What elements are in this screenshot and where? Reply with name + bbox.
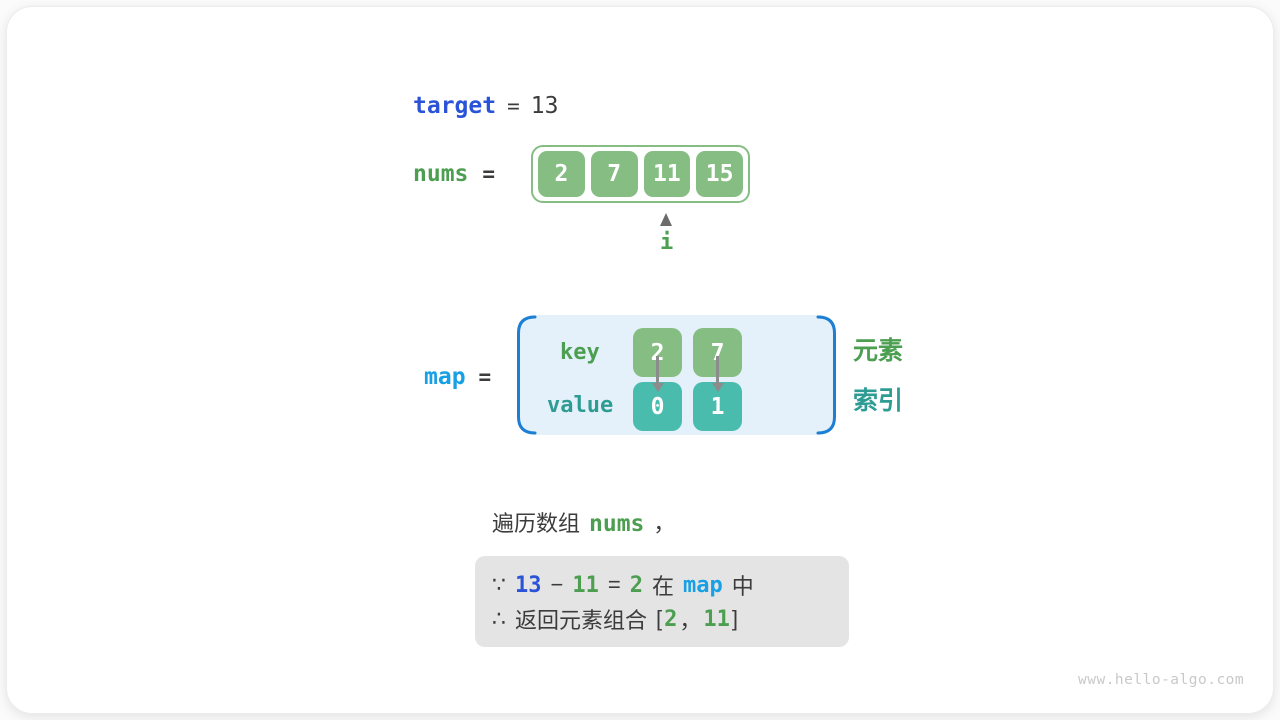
zhong-word: 中 (731, 574, 754, 599)
minuend-value: 13 (515, 572, 542, 598)
result-first-value: 2 (664, 606, 678, 632)
watermark: www.hello-algo.com (1078, 672, 1245, 688)
caption-suffix: ， (653, 511, 676, 536)
caption-prefix: 遍历数组 (492, 511, 581, 536)
key-to-value-arrow-icon (711, 356, 724, 392)
array-cell-1: 7 (590, 151, 638, 197)
difference-value: 2 (629, 572, 643, 598)
map-value-label: value (547, 393, 614, 418)
array-cell-3: 15 (696, 151, 743, 197)
note-line-2: ∴ 返回元素组合 [ 2 ， 11 ] (492, 602, 849, 636)
therefore-symbol: ∴ (492, 606, 506, 631)
equals-sign: = (607, 572, 621, 597)
target-variable: target (413, 93, 497, 119)
array-cell-2: 11 (643, 151, 691, 197)
comma: ， (679, 608, 702, 633)
map-key-label: key (560, 340, 600, 365)
minus-sign: − (550, 572, 564, 597)
map-bracket-left-icon (517, 315, 537, 435)
caption-line: 遍历数组 nums ， (492, 511, 675, 537)
subtrahend-value: 11 (572, 572, 599, 598)
in-word: 在 (651, 574, 674, 599)
map-token: map (682, 572, 723, 598)
array-cell-0: 2 (538, 151, 585, 197)
note-line-1: ∵ 13 − 11 = 2 在 map 中 (492, 568, 849, 602)
index-side-label: 索引 (853, 387, 904, 415)
target-value: 13 (530, 93, 559, 119)
element-side-label: 元素 (853, 337, 904, 365)
close-bracket: ] (731, 606, 739, 631)
nums-variable: nums (413, 161, 469, 187)
map-equals-sign: = (478, 365, 492, 389)
nums-equals-sign: = (482, 162, 496, 186)
open-bracket: [ (656, 606, 663, 631)
note-box: ∵ 13 − 11 = 2 在 map 中 ∴ 返回元素组合 [ 2 ， 11 … (475, 556, 849, 647)
nums-array: 2 7 11 15 (531, 145, 750, 203)
result-second-value: 11 (703, 606, 730, 632)
index-pointer-label: i (660, 230, 674, 255)
map-key-cell-1: 7 (693, 328, 742, 377)
map-panel: key value 2 7 0 1 (517, 315, 836, 435)
result-text: 返回元素组合 (515, 608, 648, 633)
target-equals-sign: = (507, 94, 520, 118)
map-bracket-right-icon (816, 315, 836, 435)
nums-label: nums = (413, 160, 495, 187)
map-variable: map (424, 364, 466, 390)
index-pointer-arrow-icon (660, 213, 672, 226)
key-to-value-arrow-icon (651, 356, 664, 392)
because-symbol: ∵ (492, 572, 506, 597)
map-label: map = (424, 363, 491, 390)
caption-nums-token: nums (589, 511, 645, 537)
target-line: target = 13 (413, 92, 558, 119)
